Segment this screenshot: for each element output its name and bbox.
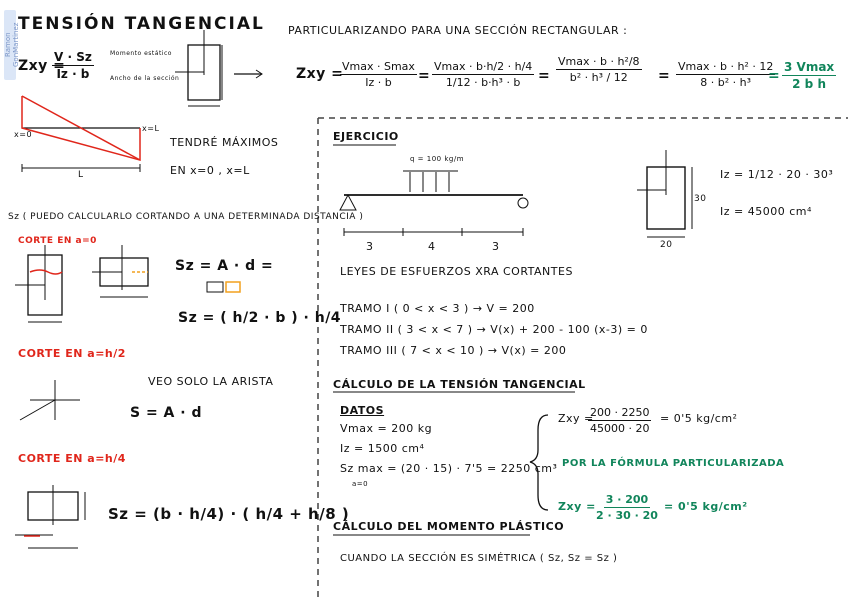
span-2: 4 xyxy=(428,240,436,253)
corte-h4: CORTE EN a=h/4 xyxy=(18,452,126,465)
dim-20: 20 xyxy=(660,240,673,250)
span-1: 3 xyxy=(366,240,374,253)
formula-fraction: V · Sz Iz · b xyxy=(52,50,94,81)
fraction-4-num: Vmax · b · h² · 12 xyxy=(676,60,776,75)
fraction-2: Vmax · b·h/2 · h/4 1/12 · b·h³ · b xyxy=(432,60,535,89)
datos-a0: a=0 xyxy=(352,480,369,488)
s-zero: S = A · d xyxy=(130,405,202,421)
fraction-4: Vmax · b · h² · 12 8 · b² · h³ xyxy=(676,60,776,89)
particularizando: PARTICULARIZANDO PARA UNA SECCIÓN RECTAN… xyxy=(288,24,628,37)
fraction-2-den: 1/12 · b·h³ · b xyxy=(445,76,521,89)
zxy2-num: 3 · 200 xyxy=(603,493,651,508)
zxy2-den: 2 · 30 · 20 xyxy=(596,509,658,522)
tramo-3: TRAMO III ( 7 < x < 10 ) → V(x) = 200 xyxy=(340,344,567,357)
iz-value: Iz = 45000 cm⁴ xyxy=(720,205,812,218)
veo-arista: VEO SOLO LA ARISTA xyxy=(148,375,274,388)
en-x-values: EN x=0 , x=L xyxy=(170,164,250,177)
fraction-1: Vmax · Smax Iz · b xyxy=(340,60,417,89)
note-momento: Momento estático xyxy=(110,50,172,57)
fraction-4-den: 8 · b² · h³ xyxy=(700,76,752,89)
zxy2-label: Zxy = xyxy=(558,500,596,513)
por-formula: POR LA FÓRMULA PARTICULARIZADA xyxy=(562,458,785,469)
cuando-simetrica: CUANDO LA SECCIÓN ES SIMÉTRICA ( Sz, Sz … xyxy=(340,553,618,564)
fraction-1-num: Vmax · Smax xyxy=(340,60,417,75)
span-3: 3 xyxy=(492,240,500,253)
sz-h4: Sz = (b · h/4) · ( h/4 + h/8 ) xyxy=(108,505,350,523)
corte-h2: CORTE EN a=h/2 xyxy=(18,347,126,360)
zxy1-num: 200 · 2250 xyxy=(588,406,652,421)
result-den: 2 b h xyxy=(792,77,826,91)
eq-1: = xyxy=(418,68,431,84)
formula-denominator: Iz · b xyxy=(56,67,90,81)
corte-a0: CORTE EN a=0 xyxy=(18,236,97,246)
zxy1-den: 45000 · 20 xyxy=(590,422,650,435)
load-label: q = 100 kg/m xyxy=(410,155,465,163)
fraction-3-num: Vmax · b · h²/8 xyxy=(556,55,642,70)
label-L: L xyxy=(78,170,84,180)
calculo-momento-heading: CÁLCULO DEL MOMENTO PLÁSTICO xyxy=(333,520,565,533)
datos-iz: Iz = 1500 cm⁴ xyxy=(340,442,425,455)
zxy1-result: = 0'5 kg/cm² xyxy=(660,412,738,425)
fraction-3-den: b² · h³ / 12 xyxy=(569,71,628,84)
fraction-3: Vmax · b · h²/8 b² · h³ / 12 xyxy=(556,55,642,84)
ejercicio-heading: EJERCICIO xyxy=(333,130,399,143)
iz-formula: Iz = 1/12 · 20 · 30³ xyxy=(720,168,834,181)
formula-lhs: Zxy = xyxy=(18,58,66,74)
result-fraction: 3 Vmax 2 b h xyxy=(782,60,837,91)
sz-note: Sz ( PUEDO CALCULARLO CORTANDO A UNA DET… xyxy=(8,212,364,222)
tramo-1: TRAMO I ( 0 < x < 3 ) → V = 200 xyxy=(340,302,535,315)
zxy2-fraction: 3 · 200 2 · 30 · 20 xyxy=(596,493,658,522)
datos-heading: DATOS xyxy=(340,404,385,417)
leyes-heading: LEYES DE ESFUERZOS XRA CORTANTES xyxy=(340,265,573,278)
calculo-tension-heading: CÁLCULO DE LA TENSIÓN TANGENCIAL xyxy=(333,378,586,391)
page-title: TENSIÓN TANGENCIAL xyxy=(18,14,265,34)
datos-vmax: Vmax = 200 kg xyxy=(340,422,433,435)
label-xL: x=L xyxy=(142,124,160,133)
fraction-1-den: Iz · b xyxy=(365,76,392,89)
result-num: 3 Vmax xyxy=(782,60,837,76)
sz-ad: Sz = A · d = xyxy=(175,258,274,274)
eq-2: = xyxy=(538,68,551,84)
tendre-maximos: TENDRÉ MÁXIMOS xyxy=(170,136,279,149)
tramo-2: TRAMO II ( 3 < x < 7 ) → V(x) + 200 - 10… xyxy=(340,323,648,336)
fraction-2-num: Vmax · b·h/2 · h/4 xyxy=(432,60,535,75)
eq-4: = xyxy=(768,68,781,84)
sz-formula: Sz = ( h/2 · b ) · h/4 xyxy=(178,310,342,326)
zxy1-fraction: 200 · 2250 45000 · 20 xyxy=(588,406,652,435)
zxy2-result: = 0'5 kg/cm² xyxy=(664,500,748,513)
formula-numerator: V · Sz xyxy=(52,50,94,66)
dim-30: 30 xyxy=(694,194,707,204)
eq-3: = xyxy=(658,68,671,84)
zxy-label: Zxy = xyxy=(296,66,344,82)
zxy1-label: Zxy = xyxy=(558,412,594,425)
note-ancho: Ancho de la sección xyxy=(110,75,180,82)
label-x0: x=0 xyxy=(14,130,33,139)
datos-szmax: Sz max = (20 · 15) · 7'5 = 2250 cm³ xyxy=(340,462,558,475)
